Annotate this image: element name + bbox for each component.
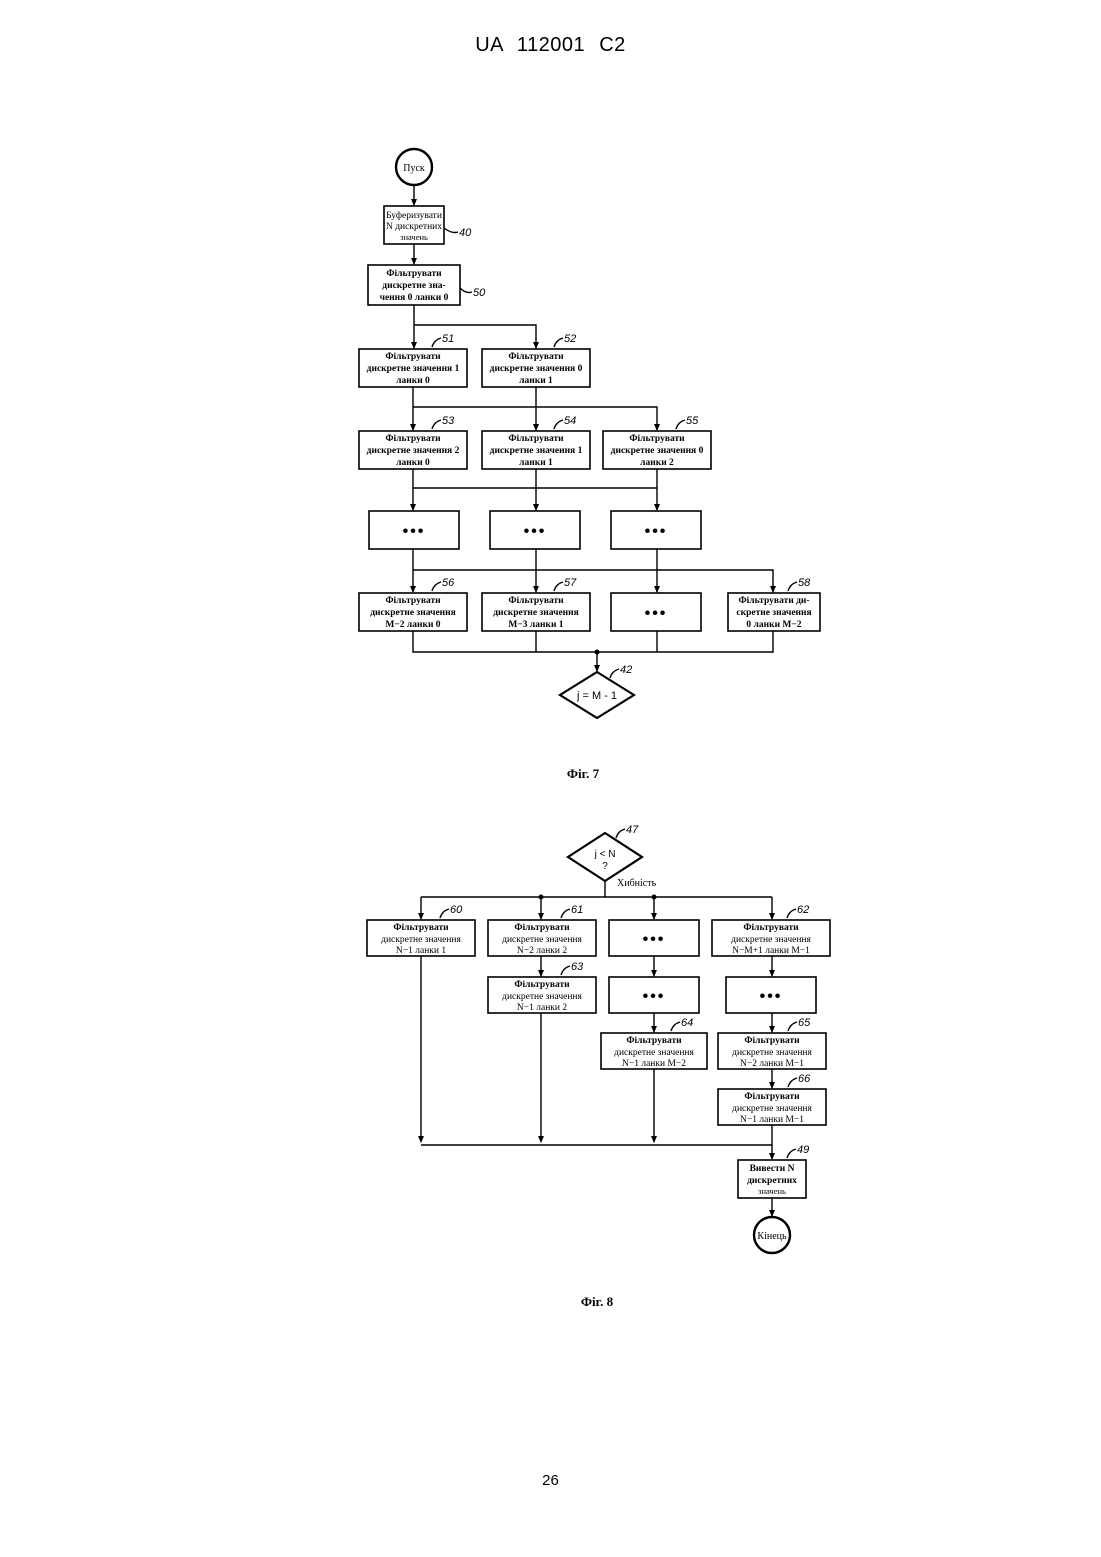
ref-66: 66 [798,1073,811,1085]
ellipsis-8-1: ••• [643,931,666,948]
svg-text:ланки 0: ланки 0 [396,376,430,386]
svg-text:Фільтрувати: Фільтрувати [393,922,449,933]
svg-text:Фільтрувати: Фільтрувати [508,595,564,606]
svg-text:Фільтрувати: Фільтрувати [514,922,570,933]
svg-text:чення 0 ланки 0: чення 0 ланки 0 [380,293,449,303]
ref-52: 52 [564,333,576,345]
svg-text:Фільтрувати: Фільтрувати [386,268,442,279]
decision-42-text: j = M - 1 [576,690,617,702]
ref-40: 40 [459,227,472,239]
ellipsis-7-2: ••• [524,523,547,540]
decision-47-line1: j < N [594,849,616,860]
ref-65: 65 [798,1017,811,1029]
svg-text:N−2 ланки 2: N−2 ланки 2 [517,946,567,956]
svg-text:Буферизувати: Буферизувати [386,210,442,221]
svg-text:дискретне зна-: дискретне зна- [382,281,445,291]
svg-text:дискретне значення: дискретне значення [614,1048,694,1058]
svg-text:Фільтрувати: Фільтрувати [385,595,441,606]
svg-text:Фільтрувати: Фільтрувати [385,351,441,362]
svg-text:дискретне значення 0: дискретне значення 0 [490,364,583,374]
ref-58: 58 [798,577,811,589]
figure-8: j < N ? 47 Хибність Фільтрувати дискретн… [367,824,830,1309]
fig7-caption: Фіг. 7 [567,766,600,781]
svg-text:ланки 0: ланки 0 [396,458,430,468]
page-number: 26 [0,1472,1101,1489]
svg-text:N−M+1 ланки M−1: N−M+1 ланки M−1 [732,946,810,956]
svg-text:Фільтрувати: Фільтрувати [626,1035,682,1046]
ref-61: 61 [571,904,583,916]
svg-text:ланки 2: ланки 2 [640,458,674,468]
ref-64: 64 [681,1017,693,1029]
decision-47-line2: ? [602,861,608,872]
ref-50: 50 [473,287,486,299]
svg-text:дискретне значення: дискретне значення [370,608,456,618]
svg-text:дискретне значення: дискретне значення [731,935,811,945]
svg-text:значень: значень [400,232,428,242]
svg-text:Вивести N: Вивести N [750,1164,795,1174]
svg-text:N−2 ланки M−1: N−2 ланки M−1 [740,1059,804,1069]
ref-47: 47 [626,824,639,836]
start-label: Пуск [403,163,425,174]
svg-text:значень: значень [758,1186,786,1196]
svg-text:Фільтрувати: Фільтрувати [743,922,799,933]
svg-text:Фільтрувати: Фільтрувати [508,351,564,362]
ref-49: 49 [797,1144,809,1156]
svg-text:N−1 ланки 1: N−1 ланки 1 [396,946,446,956]
fig8-caption: Фіг. 8 [581,1294,614,1309]
box-50-text: Фільтрувати дискретне зна- чення 0 ланки… [380,268,449,303]
false-label: Хибність [617,878,657,889]
svg-text:дискретне значення: дискретне значення [732,1104,812,1114]
svg-text:Фільтрувати: Фільтрувати [629,433,685,444]
svg-text:Фільтрувати ди-: Фільтрувати ди- [738,595,809,606]
ellipsis-8-3: ••• [760,988,783,1005]
svg-text:Фільтрувати: Фільтрувати [385,433,441,444]
svg-text:дискретне значення: дискретне значення [732,1048,812,1058]
svg-text:дискретне значення 2: дискретне значення 2 [367,446,460,456]
ref-60: 60 [450,904,463,916]
end-label: Кінець [757,1231,787,1242]
ref-57: 57 [564,577,577,589]
svg-text:Фільтрувати: Фільтрувати [744,1091,800,1102]
svg-text:дискретне значення 0: дискретне значення 0 [611,446,704,456]
box-58-text: Фільтрувати ди- скретне значення 0 ланки… [736,595,811,630]
svg-text:скретне значення: скретне значення [736,608,811,618]
ref-62: 62 [797,904,809,916]
svg-text:дискретних: дискретних [747,1176,797,1186]
figure-7: Пуск Буферизувати N дискретних значень 4… [359,149,820,781]
svg-text:дискретне значення: дискретне значення [381,935,461,945]
ellipsis-7-3: ••• [645,523,668,540]
svg-text:ланки 1: ланки 1 [519,376,553,386]
ref-54: 54 [564,415,576,427]
ref-51: 51 [442,333,454,345]
ref-63: 63 [571,961,584,973]
svg-text:Фільтрувати: Фільтрувати [514,979,570,990]
svg-text:N−1 ланки 2: N−1 ланки 2 [517,1003,567,1013]
svg-text:дискретне значення: дискретне значення [502,935,582,945]
ellipsis-7-1: ••• [403,523,426,540]
ellipsis-7-4: ••• [645,605,668,622]
ref-53: 53 [442,415,455,427]
ref-42: 42 [620,664,632,676]
svg-text:ланки 1: ланки 1 [519,458,553,468]
svg-text:N дискретних: N дискретних [386,222,442,232]
svg-text:Фільтрувати: Фільтрувати [508,433,564,444]
svg-text:дискретне значення 1: дискретне значення 1 [367,364,460,374]
ref-55: 55 [686,415,699,427]
svg-text:N−1 ланки M−1: N−1 ланки M−1 [740,1115,804,1125]
svg-text:M−2 ланки 0: M−2 ланки 0 [385,620,440,630]
svg-text:дискретне значення: дискретне значення [502,992,582,1002]
svg-text:дискретне значення 1: дискретне значення 1 [490,446,583,456]
svg-text:N−1 ланки M−2: N−1 ланки M−2 [622,1059,686,1069]
svg-text:M−3 ланки 1: M−3 ланки 1 [508,620,563,630]
svg-text:Фільтрувати: Фільтрувати [744,1035,800,1046]
svg-text:дискретне значення: дискретне значення [493,608,579,618]
svg-text:0 ланки M−2: 0 ланки M−2 [746,620,801,630]
ellipsis-8-2: ••• [643,988,666,1005]
ref-56: 56 [442,577,455,589]
